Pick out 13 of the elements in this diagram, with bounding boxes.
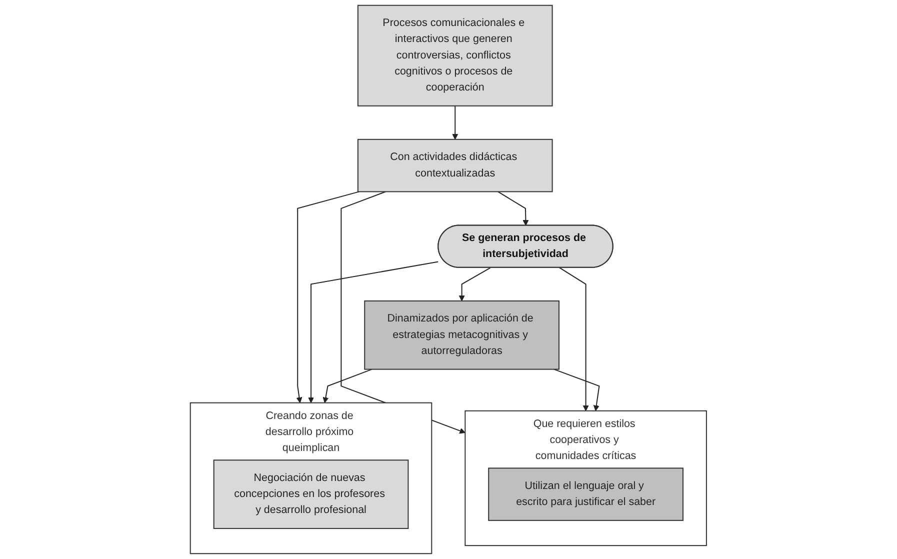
- arrow: [296, 191, 360, 404]
- arrow: [498, 191, 529, 226]
- arrow: [322, 368, 372, 404]
- arrow: [558, 267, 589, 412]
- arrow: [452, 106, 458, 140]
- arrow: [308, 261, 438, 404]
- node-box: Utilizan el lenguaje oral y escrito para justificar el saber: [488, 468, 684, 521]
- node-box: Dinamizados por aplicación de estrategias metacognitivas y autorreguladoras: [364, 300, 560, 370]
- arrow: [554, 368, 600, 412]
- node-box: Con actividades didácticas contextualizadas: [358, 138, 553, 192]
- node-box: Negociación de nuevas concepciones en los profesores y desarrollo profesional: [213, 460, 409, 529]
- arrow: [458, 267, 491, 302]
- node-box: Procesos comunicacionales e interactivos que generen controversias, conflictos cognitivos o procesos de cooperación: [358, 4, 553, 106]
